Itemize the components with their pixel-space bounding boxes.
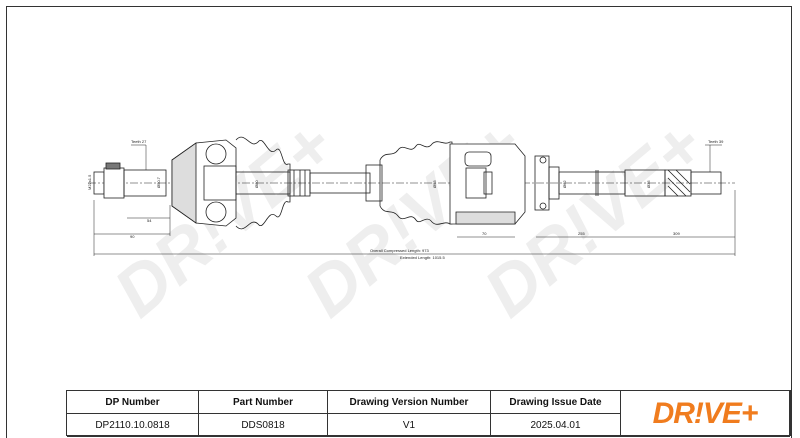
dim-90: 90	[130, 234, 135, 239]
dim-54: 54	[147, 218, 152, 223]
dim-309: 309	[673, 231, 680, 236]
overall-length: Overall Compressed Length: 973	[370, 248, 429, 253]
value-part-number: DDS0818	[199, 414, 328, 437]
dim-70: 70	[482, 231, 487, 236]
brand-logo: DR!VE+	[621, 391, 790, 437]
header-issue-date: Drawing Issue Date	[491, 391, 621, 414]
right-teeth-label: Teeth 39	[708, 139, 724, 144]
header-version: Drawing Version Number	[328, 391, 491, 414]
left-teeth-label: Teeth 27	[131, 139, 147, 144]
dim-255: 255	[578, 231, 585, 236]
extended-length: Extended Length: 1015.5	[400, 255, 445, 260]
title-block-table: DP Number Part Number Drawing Version Nu…	[66, 390, 791, 437]
value-version: V1	[328, 414, 491, 437]
diameter-label: Ø35	[646, 180, 651, 188]
diameter-label: Ø62	[562, 180, 567, 188]
diameter-label: Ø80	[254, 180, 259, 188]
drawing-frame	[6, 6, 792, 438]
value-dp-number: DP2110.10.0818	[67, 414, 199, 437]
logo-text: DR!VE+	[652, 396, 759, 430]
header-part-number: Part Number	[199, 391, 328, 414]
diameter-label: Ø50.7	[156, 176, 161, 188]
value-issue-date: 2025.04.01	[491, 414, 621, 437]
thread-label: M22x1.5	[87, 174, 92, 190]
header-dp-number: DP Number	[67, 391, 199, 414]
diameter-label: Ø93	[432, 180, 437, 188]
